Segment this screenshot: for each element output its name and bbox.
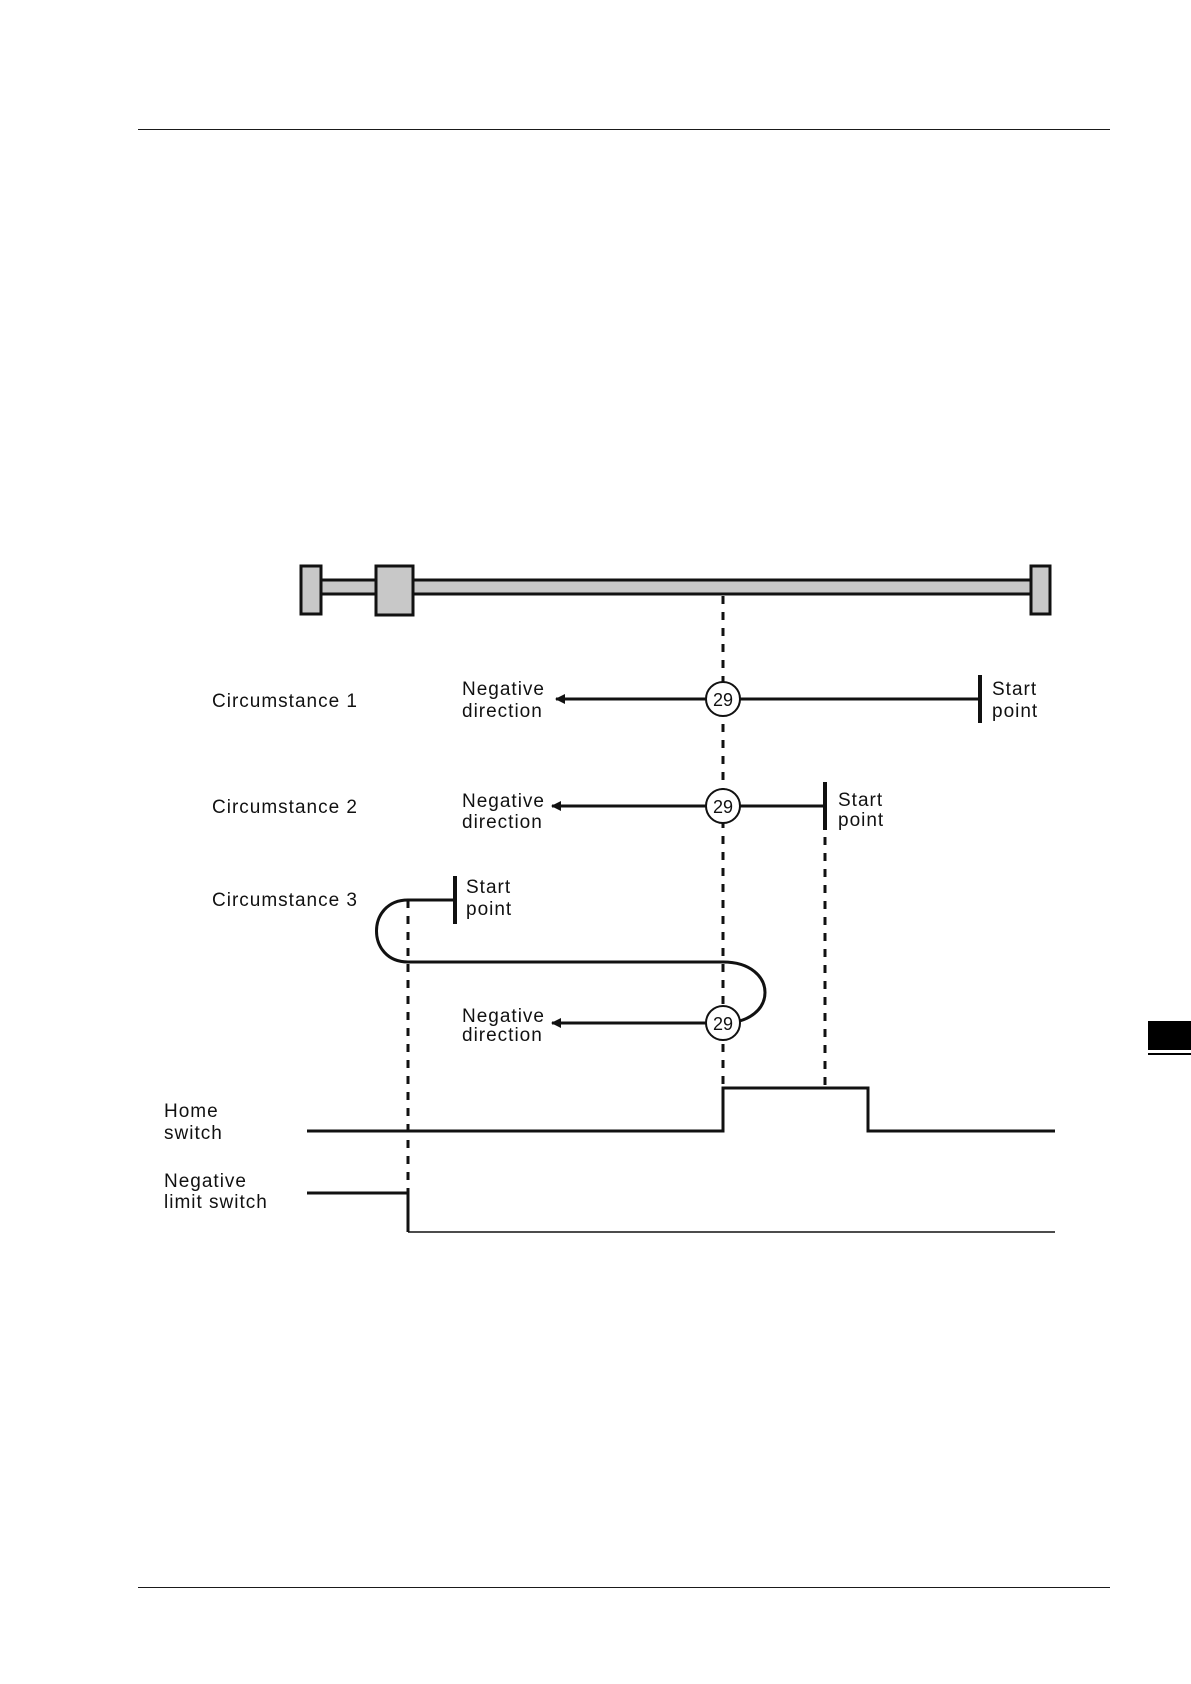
circumstance-3-direction-line2: direction (462, 1025, 543, 1046)
circumstance-2-start-line1: Start (838, 790, 883, 811)
circumstance-1-direction-line2: direction (462, 701, 543, 722)
negative-limit-switch-label-line2: limit switch (164, 1192, 268, 1213)
home-switch-label-line2: switch (164, 1123, 223, 1144)
circumstance-1-direction-line1: Negative (462, 679, 545, 700)
circumstance-3-path (377, 900, 766, 1023)
circumstance-3-label: Circumstance 3 (212, 890, 358, 911)
rail-left-end-stop (301, 566, 321, 614)
circumstance-2-start-line2: point (838, 810, 884, 831)
home-switch-waveform (307, 1088, 1055, 1131)
circumstance-1-start-line1: Start (992, 679, 1037, 700)
circumstance-2-direction-line2: direction (462, 812, 543, 833)
circumstance-2-marker-label: 29 (713, 797, 733, 817)
rail-carriage (376, 566, 413, 615)
home-switch-signal: Home switch (164, 1088, 1055, 1144)
circumstance-3-start-line1: Start (466, 877, 511, 898)
circumstance-2: Circumstance 2 Negative direction Start … (212, 782, 884, 833)
circumstance-3-direction-line1: Negative (462, 1006, 545, 1027)
rail-right-end-stop (1031, 566, 1050, 614)
circumstance-2-label: Circumstance 2 (212, 797, 358, 818)
negative-limit-switch-waveform-high (307, 1193, 408, 1232)
circumstance-1-marker-label: 29 (713, 690, 733, 710)
circumstance-3-start-line2: point (466, 899, 512, 920)
negative-limit-switch-label-line1: Negative (164, 1171, 247, 1192)
rail-bar (318, 580, 1036, 594)
circumstance-1-label: Circumstance 1 (212, 691, 358, 712)
circumstance-1-start-line2: point (992, 701, 1038, 722)
negative-limit-switch-signal: Negative limit switch (164, 1171, 1055, 1232)
home-switch-label-line1: Home (164, 1101, 219, 1122)
circumstance-2-direction-line1: Negative (462, 791, 545, 812)
circumstance-3-marker-label: 29 (713, 1014, 733, 1034)
circumstance-3: Circumstance 3 Start point Negative dire… (212, 876, 765, 1046)
circumstance-1: Circumstance 1 Negative direction Start … (212, 675, 1038, 723)
linear-rail (301, 566, 1050, 615)
